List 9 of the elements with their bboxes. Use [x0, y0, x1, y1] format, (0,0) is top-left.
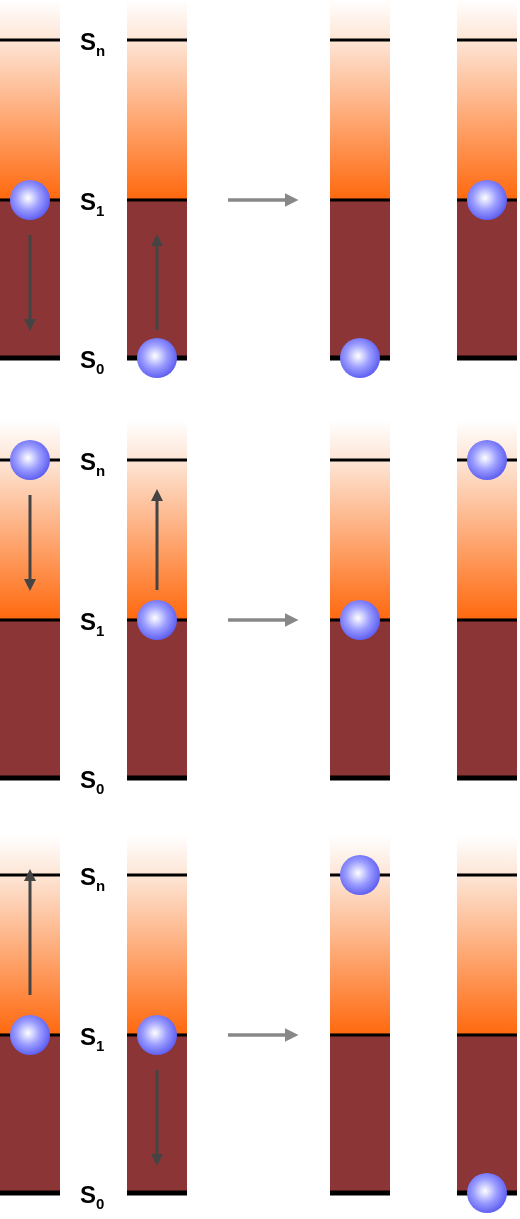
- energy-level-label: S$_{n}$: [80, 30, 106, 61]
- energy-level-label: S$_{n}$: [80, 865, 106, 896]
- energy-level-label: S$_{n}$: [80, 450, 106, 481]
- energy-level-label: S$_{1}$: [80, 610, 105, 641]
- energy-level-label: S$_{1}$: [80, 190, 105, 221]
- energy-level-label: S$_{0}$: [80, 1183, 105, 1214]
- energy-level-label: S$_{1}$: [80, 1025, 105, 1056]
- energy-level-label: S$_{0}$: [80, 348, 105, 379]
- energy-level-label: S$_{0}$: [80, 768, 105, 799]
